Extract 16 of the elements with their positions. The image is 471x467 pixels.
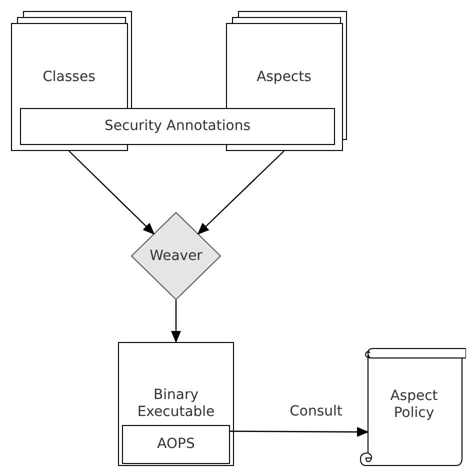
component-box	[122, 425, 230, 464]
arrow	[171, 300, 181, 343]
node-label: Aspects	[256, 68, 312, 86]
arrow	[197, 150, 284, 235]
document-scroll	[360, 348, 466, 466]
node-label: AOPS	[157, 436, 195, 453]
node-label: Weaver	[150, 248, 202, 264]
node-label: Security Annotations	[104, 118, 250, 135]
node-label: Aspect Policy	[389, 388, 439, 422]
node-label: Binary Executable	[136, 387, 216, 421]
arrow	[230, 426, 369, 437]
arrow	[68, 150, 155, 235]
annotation-box	[20, 108, 335, 145]
decision-diamond	[131, 212, 221, 300]
node-label: Classes	[42, 68, 96, 86]
process-box	[118, 342, 234, 466]
